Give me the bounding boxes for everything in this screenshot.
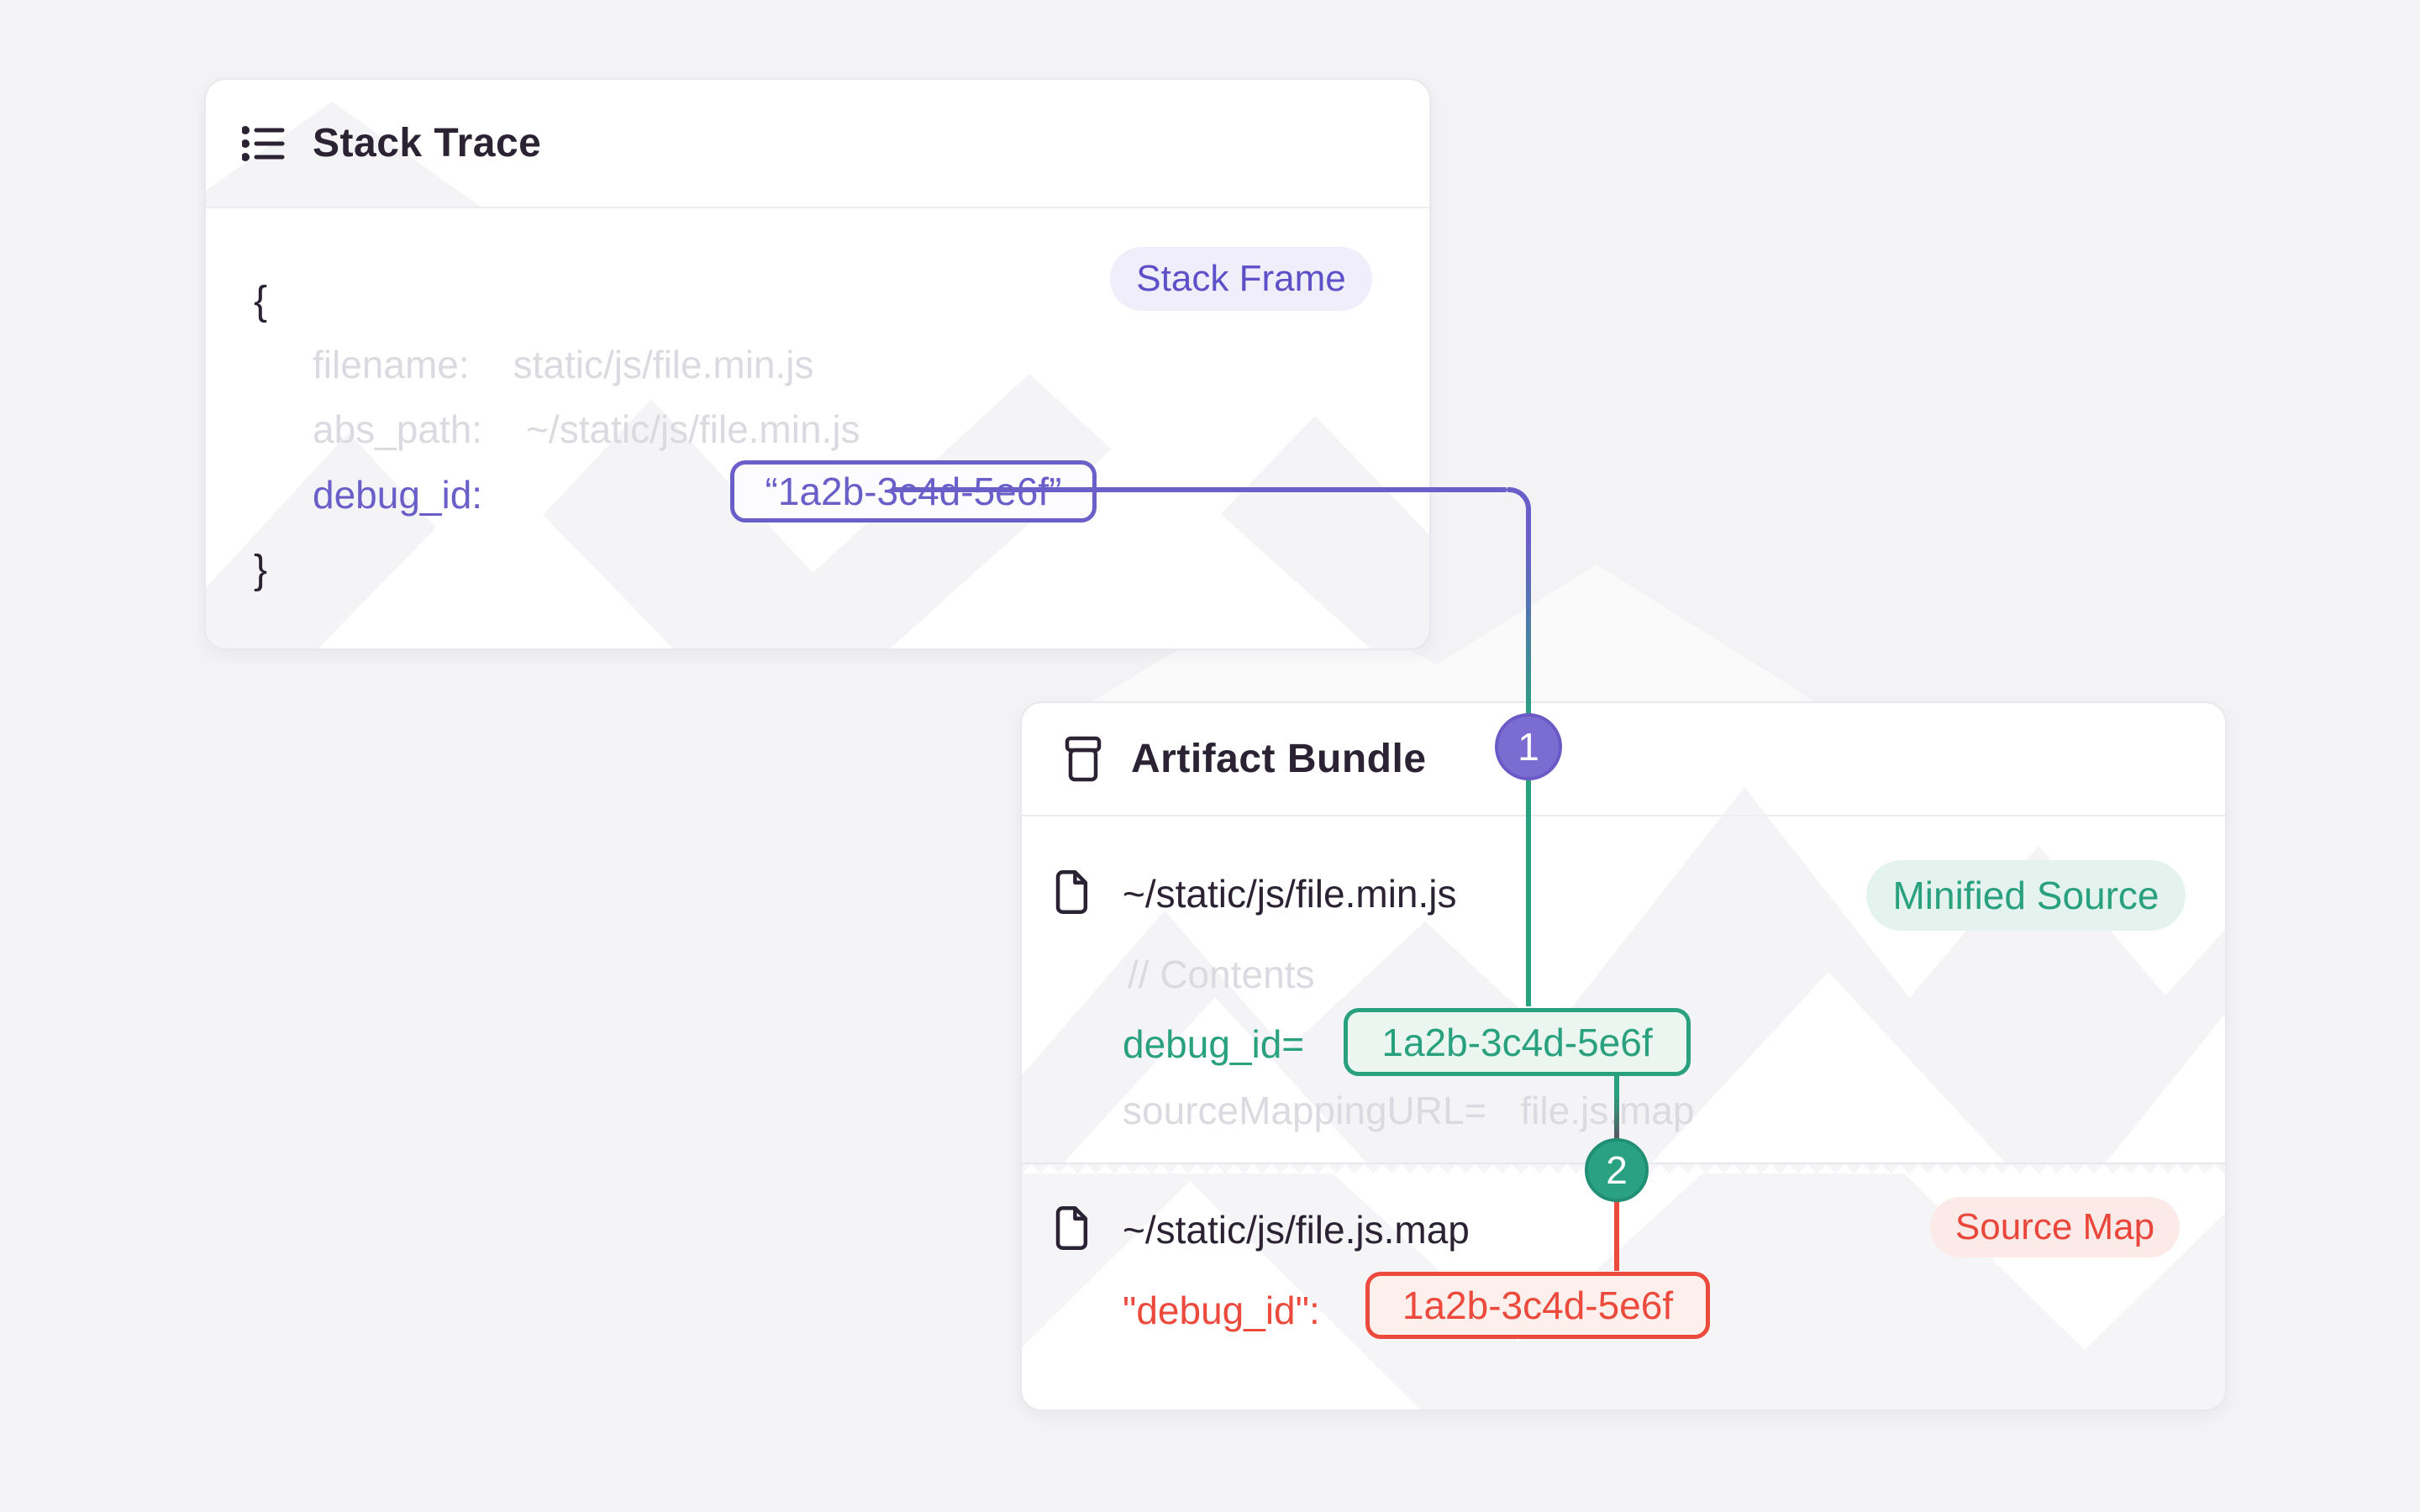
abs-path-value: ~/static/js/file.min.js: [526, 407, 860, 451]
stack-debug-id-row: debug_id:: [313, 472, 482, 517]
minified-source-badge: Minified Source: [1866, 860, 2186, 931]
filename-row: filename: static/js/file.min.js: [313, 342, 814, 387]
filename-value: static/js/file.min.js: [513, 343, 814, 386]
sourcemap-debug-id-value-box: 1a2b-3c4d-5e6f: [1365, 1272, 1710, 1339]
source-mapping-url-value: file.js.map: [1520, 1089, 1695, 1132]
contents-comment: // Contents: [1128, 953, 1315, 996]
list-icon: [242, 125, 285, 161]
source-mapping-url-key: sourceMappingURL=: [1123, 1089, 1487, 1132]
sourcemap-debug-id-row: "debug_id":: [1123, 1288, 1320, 1333]
step-1-marker: 1: [1495, 713, 1562, 780]
debug-id-connector-horizontal: [891, 487, 1507, 492]
step-2-number: 2: [1606, 1148, 1628, 1192]
artifact-bundle-title: Artifact Bundle: [1131, 737, 1427, 781]
step-1-number: 1: [1518, 725, 1539, 769]
minified-debug-id-key: debug_id=: [1123, 1022, 1305, 1066]
contents-comment-row: // Contents: [1128, 952, 1314, 997]
stack-trace-card: Stack Trace { Stack Frame filename: stat…: [204, 78, 1431, 650]
minified-file-path-text: ~/static/js/file.min.js: [1123, 872, 1457, 916]
stack-frame-badge-label: Stack Frame: [1136, 258, 1346, 299]
step-2-marker: 2: [1585, 1138, 1649, 1202]
open-brace: {: [254, 279, 268, 323]
close-brace: }: [254, 548, 268, 592]
filename-key: filename:: [313, 343, 470, 386]
minified-debug-id-value-box: 1a2b-3c4d-5e6f: [1344, 1008, 1691, 1076]
sourcemap-debug-id-key: "debug_id":: [1123, 1289, 1320, 1332]
stack-trace-title: Stack Trace: [313, 121, 542, 165]
sourcemap-connector: [1614, 1200, 1619, 1271]
stack-debug-id-key: debug_id:: [313, 473, 483, 517]
source-map-badge-label: Source Map: [1954, 1206, 2155, 1247]
archive-box-icon: [1065, 736, 1102, 781]
minified-to-sourcemap-connector: [1614, 1074, 1619, 1142]
stack-frame-badge: Stack Frame: [1110, 247, 1372, 311]
minified-debug-id-row: debug_id=: [1123, 1021, 1304, 1067]
source-mapping-url-row: sourceMappingURL= file.js.map: [1123, 1088, 1694, 1133]
sourcemap-debug-id-value: 1a2b-3c4d-5e6f: [1402, 1284, 1674, 1327]
file-icon: [1055, 1206, 1088, 1250]
debug-id-connector-elbow: [1507, 487, 1531, 517]
sourcemap-file-path-text: ~/static/js/file.js.map: [1123, 1208, 1470, 1252]
abs-path-row: abs_path: ~/static/js/file.min.js: [313, 407, 860, 452]
minified-debug-id-value: 1a2b-3c4d-5e6f: [1381, 1020, 1653, 1064]
artifact-bundle-card: Artifact Bundle ~/static/js/file.min.js …: [1020, 701, 2227, 1411]
stack-trace-header: Stack Trace: [206, 80, 1429, 208]
mountain-decoration: [1378, 564, 1815, 701]
minified-file-path: ~/static/js/file.min.js: [1123, 871, 1457, 916]
artifact-bundle-header: Artifact Bundle: [1022, 703, 2225, 816]
abs-path-key: abs_path:: [313, 407, 483, 451]
file-icon: [1055, 870, 1088, 914]
sourcemap-file-path: ~/static/js/file.js.map: [1123, 1207, 1470, 1252]
source-map-badge: Source Map: [1930, 1197, 2180, 1257]
minified-source-badge-label: Minified Source: [1892, 874, 2160, 917]
